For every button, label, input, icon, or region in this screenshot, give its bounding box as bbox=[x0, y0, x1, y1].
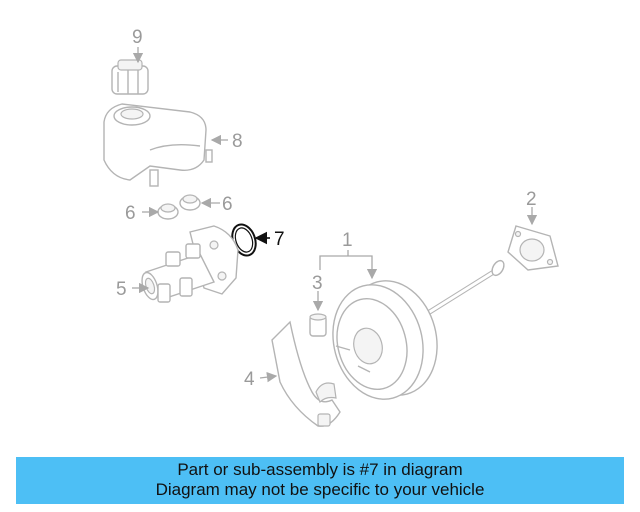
grommet-part-right[interactable] bbox=[179, 194, 201, 211]
parts-diagram: 9 8 6 6 7 5 bbox=[103, 27, 559, 427]
bushing-part[interactable] bbox=[309, 313, 327, 337]
callout-1: 1 bbox=[342, 230, 353, 251]
callout-6-right: 6 bbox=[222, 194, 233, 215]
reservoir-cap-part[interactable] bbox=[111, 59, 149, 95]
callout-2: 2 bbox=[526, 189, 537, 210]
callout-9: 9 bbox=[132, 27, 143, 48]
grommet-part-left[interactable] bbox=[157, 203, 179, 220]
banner-part-line: Part or sub-assembly is #7 in diagram bbox=[177, 460, 463, 479]
banner-disclaimer-line: Diagram may not be specific to your vehi… bbox=[155, 480, 485, 499]
callout-5: 5 bbox=[116, 279, 127, 300]
master-cylinder-part[interactable] bbox=[139, 225, 239, 303]
callout-3: 3 bbox=[312, 273, 323, 294]
callout-4: 4 bbox=[244, 369, 255, 390]
brake-booster-part[interactable] bbox=[320, 259, 506, 410]
fluid-reservoir-part[interactable] bbox=[103, 103, 213, 187]
callout-8: 8 bbox=[232, 131, 243, 152]
callout-6-left: 6 bbox=[125, 203, 136, 224]
callout-7: 7 bbox=[274, 229, 285, 250]
heat-shield-part[interactable] bbox=[271, 320, 341, 427]
diagram-info-banner: Part or sub-assembly is #7 in diagram Di… bbox=[16, 457, 624, 504]
booster-gasket-part[interactable] bbox=[507, 225, 559, 271]
